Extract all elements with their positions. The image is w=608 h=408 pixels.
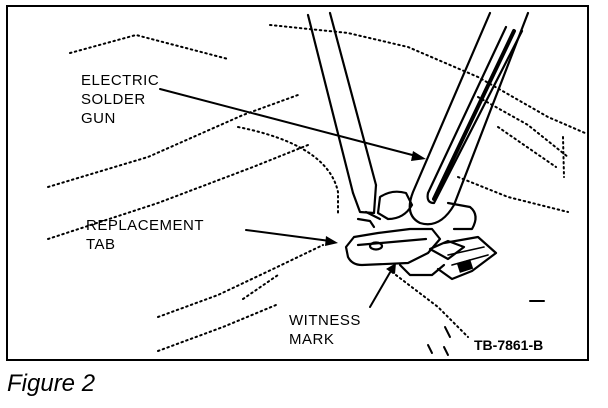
solder-gun-illustration (47, 11, 586, 356)
figure-id-code: TB-7861-B (474, 337, 544, 353)
callout-witness-mark: WITNESS MARK (289, 311, 361, 349)
dotted-contour-upper-left (69, 34, 229, 60)
callout-replacement-tab-line-1: REPLACEMENT (86, 217, 205, 234)
tab-plate (344, 227, 442, 267)
dotted-contour-top (269, 24, 586, 134)
dotted-contour-bottom-1 (157, 244, 324, 318)
replacement-tab (344, 227, 466, 277)
gun-left-arm-tip (351, 183, 378, 215)
figure-caption: Figure 2 (7, 370, 96, 397)
arrowhead-replacement-tab (325, 236, 338, 246)
callout-replacement-tab-line-2: TAB (86, 236, 116, 253)
gun-right-bracket (446, 201, 477, 231)
dotted-contour-lower-right (387, 268, 469, 338)
leader-solder-gun (159, 88, 421, 158)
dotted-contour-mid-left (47, 94, 299, 188)
leader-lines (159, 88, 421, 308)
gun-tip-connector (356, 210, 382, 229)
tab-seam (356, 237, 428, 247)
leader-replacement-tab (245, 229, 331, 242)
dotted-contour-right-3 (497, 126, 557, 168)
dotted-contour-bottom-2 (157, 304, 277, 352)
arrowhead-witness-mark (386, 263, 396, 274)
arrowhead-solder-gun (411, 151, 426, 161)
gun-head (376, 190, 414, 221)
figure-frame: ELECTRIC SOLDER GUN REPLACEMENT TAB WITN… (6, 5, 589, 361)
callout-replacement-tab: REPLACEMENT TAB (86, 216, 204, 254)
gun-barrel-slot (432, 29, 516, 201)
dotted-contour-right-1 (477, 96, 569, 158)
solder-gun-body (306, 11, 530, 231)
callout-witness-mark-line-2: MARK (289, 331, 335, 348)
dotted-contour-bottom-3 (242, 274, 279, 300)
callout-solder-gun-line-2: SOLDER (81, 91, 146, 108)
tab-flange (428, 239, 466, 261)
dotted-contour-lower-left (47, 144, 309, 240)
callout-solder-gun-line-3: GUN (81, 110, 116, 127)
leader-arrowheads (325, 151, 426, 274)
gun-left-arm (306, 11, 378, 195)
leader-witness-mark (369, 268, 393, 308)
gun-barrel-slot-outline (426, 25, 524, 205)
dotted-contour-right-vertical (562, 136, 565, 178)
callout-solder-gun-line-1: ELECTRIC (81, 72, 160, 89)
dotted-contour-left-arc (237, 126, 339, 216)
small-marks (427, 300, 545, 356)
callout-witness-mark-line-1: WITNESS (289, 312, 361, 329)
callout-electric-solder-gun: ELECTRIC SOLDER GUN (81, 71, 159, 128)
dotted-contour-right-2 (457, 176, 569, 213)
tab-lower-base (398, 263, 446, 277)
cable-connector (436, 235, 498, 281)
